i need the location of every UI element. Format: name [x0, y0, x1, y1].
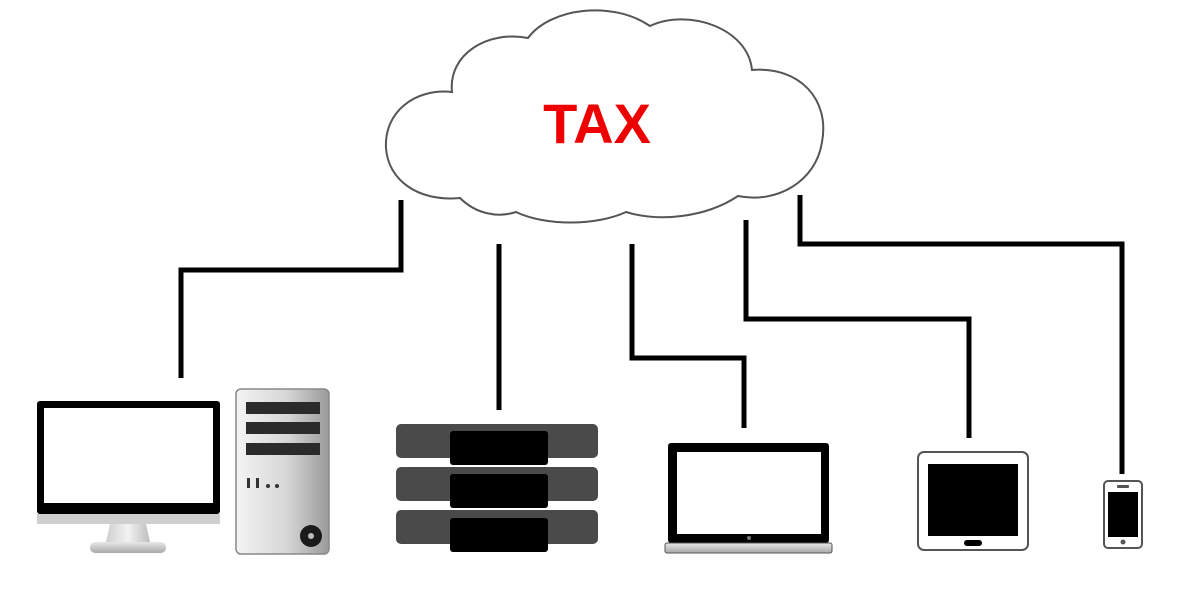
desktop-monitor-icon [37, 401, 220, 553]
cloud-label: TAX [543, 92, 651, 155]
connector-desktop [178, 200, 404, 378]
smartphone-icon [1103, 480, 1143, 549]
tablet-icon [917, 451, 1029, 551]
server-rack-icon [396, 424, 598, 552]
connector-laptop [629, 244, 747, 428]
connector-smartphone [797, 195, 1125, 474]
cloud: TAX [384, 9, 825, 224]
connector-tablet [743, 220, 972, 438]
laptop-icon [664, 443, 833, 554]
pc-tower-icon [235, 388, 330, 555]
cloud-shape [384, 9, 825, 224]
connector-lines [178, 195, 1125, 474]
